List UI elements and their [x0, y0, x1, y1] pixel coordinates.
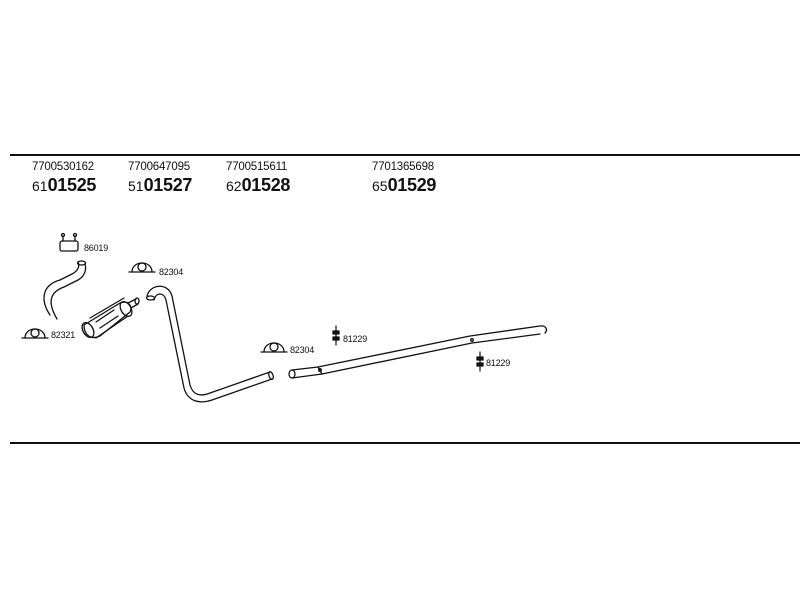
callout-label: 81229 [486, 358, 511, 368]
part-code: 6501529 [372, 175, 437, 195]
front-silencer [81, 297, 140, 339]
callout-label: 86019 [84, 243, 109, 253]
tail-pipe [288, 325, 547, 379]
callout-label: 82304 [290, 345, 315, 355]
callout-label: 81229 [343, 334, 368, 344]
oe-number: 7701365698 [372, 161, 434, 173]
clamp-icon [21, 328, 49, 339]
part-column-4: 7701365698 6501529 [372, 160, 436, 198]
callout-label: 82304 [159, 267, 184, 277]
clamp-icon [128, 262, 156, 273]
front-pipe [43, 260, 87, 320]
top-divider [10, 154, 800, 156]
part-column-1: 7700530162 6101525 [32, 160, 96, 198]
mount-rubber-icon [332, 325, 340, 346]
bottom-divider [10, 442, 800, 444]
hanger-icon [59, 232, 79, 252]
part-code: 6201528 [226, 175, 291, 195]
callout-label: 82321 [51, 330, 76, 340]
oe-number: 7700515611 [226, 161, 288, 173]
part-column-2: 7700647095 5101527 [128, 160, 192, 198]
oe-number: 7700647095 [128, 161, 190, 173]
clamp-icon [260, 342, 288, 353]
part-code: 6101525 [32, 175, 97, 195]
oe-number: 7700530162 [32, 161, 94, 173]
mount-rubber-icon [476, 351, 484, 372]
intermediate-pipe [145, 285, 274, 403]
part-code: 5101527 [128, 175, 193, 195]
part-column-3: 7700515611 6201528 [226, 160, 290, 198]
